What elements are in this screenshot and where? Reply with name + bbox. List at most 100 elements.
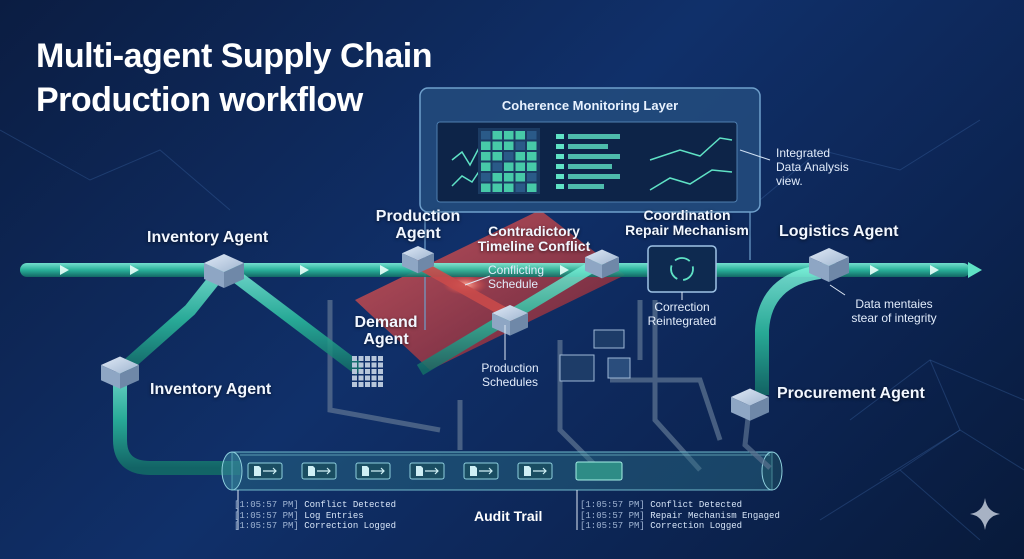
demand-agent-label-2: Agent — [363, 331, 409, 348]
monitoring-note-2: Data Analysis — [776, 160, 849, 174]
heatmap-cell — [481, 152, 491, 161]
log-right-entry: [1:05:57 PM] Repair Mechanism Engaged — [580, 510, 780, 521]
heatmap-cell — [492, 141, 502, 150]
demand-cube-cell — [378, 369, 383, 374]
production-schedules-2: Schedules — [481, 375, 539, 389]
demand-cube-cell — [371, 375, 377, 381]
arrow-icon — [263, 467, 277, 475]
conflict-title-1: Contradictory — [488, 223, 580, 239]
log-right-entry: [1:05:57 PM] Conflict Detected — [580, 500, 743, 510]
heatmap-cell — [504, 152, 514, 161]
cube-right — [120, 365, 139, 389]
heatmap-cell — [481, 183, 491, 192]
heatmap-cell — [515, 162, 525, 171]
document-icon — [524, 466, 531, 476]
demand-cube-cell — [358, 375, 364, 381]
integrity-note: Data mentaies stear of integrity — [834, 297, 954, 325]
title-line-1: Multi-agent Supply Chain — [36, 37, 432, 75]
cube-right — [829, 257, 849, 282]
heatmap-cell — [515, 141, 525, 150]
monitoring-note-3: view. — [776, 174, 803, 188]
production-schedules-label: Production Schedules — [470, 361, 550, 389]
repair-title-1: Coordination — [643, 207, 731, 223]
list-bullet — [556, 164, 564, 169]
machine-box — [607, 357, 631, 379]
cube-right — [418, 253, 434, 274]
list-bar — [568, 144, 608, 149]
demand-cube-cell — [365, 382, 370, 387]
arrow-icon — [479, 467, 493, 475]
cube-left — [101, 365, 120, 389]
flow-arrow-icon — [870, 265, 879, 275]
flow-arrow-icon — [300, 265, 309, 275]
demand-cube-cell — [352, 375, 357, 381]
demand-agent-label: Demand Agent — [346, 314, 426, 348]
conflict-detail-1: Conflicting — [488, 263, 545, 277]
log-left: [1:05:57 PM] Conflict Detected [1:05:57 … — [234, 500, 396, 532]
flow-arrow-icon — [130, 265, 139, 275]
flow-arrow-icon — [60, 265, 69, 275]
heatmap-cell — [504, 183, 514, 192]
inventory-agent-left-label: Inventory Agent — [150, 381, 272, 398]
document-icon — [470, 466, 477, 476]
heatmap-cell — [481, 131, 491, 140]
main-flow-pipe — [20, 262, 982, 278]
production-schedules-1: Production — [481, 361, 539, 375]
log-left-entry: [1:05:57 PM] Conflict Detected — [234, 500, 397, 510]
demand-cube-cell — [352, 382, 357, 387]
demand-agent-label-1: Demand — [354, 314, 418, 331]
list-bullet — [556, 134, 564, 139]
demand-cube-cell — [365, 375, 370, 381]
list-bar — [568, 134, 620, 139]
heatmap-cell — [515, 183, 525, 192]
conflict-red-pipe — [412, 257, 518, 323]
heatmap-cell — [504, 141, 514, 150]
monitoring-title: Coherence Monitoring Layer — [501, 98, 679, 113]
repair-title: Coordination Repair Mechanism — [612, 208, 762, 238]
integrity-note-1: Data mentaies — [855, 297, 933, 311]
cube-right — [602, 257, 619, 279]
list-bullet — [556, 184, 564, 189]
repair-status-1: Correction — [654, 300, 710, 314]
conflict-title: Contradictory Timeline Conflict — [464, 224, 604, 254]
log-left-entry: [1:05:57 PM] Correction Logged — [234, 521, 397, 531]
left-loop-pipe — [113, 372, 240, 475]
cube-top — [492, 305, 528, 322]
conflict-detail-2: Schedule — [488, 277, 539, 291]
demand-cube-cell — [378, 362, 383, 368]
repair-status-2: Reintegrated — [647, 314, 717, 328]
repair-status: Correction Reintegrated — [632, 300, 732, 328]
heatmap-cell — [492, 173, 502, 182]
sparkle-icon — [970, 498, 1000, 530]
demand-cube-cell — [371, 362, 377, 368]
machine-box — [559, 354, 595, 382]
integrity-note-2: stear of integrity — [851, 311, 937, 325]
demand-cube-cell — [371, 382, 377, 387]
document-icon — [254, 466, 261, 476]
heatmap-cell — [504, 173, 514, 182]
flow-arrow-icon — [930, 265, 939, 275]
demand-cube-cell — [352, 356, 357, 361]
demand-cube-cell — [365, 362, 370, 368]
production-agent-label-2: Agent — [395, 225, 441, 242]
arrow-icon — [371, 467, 385, 475]
production-cube — [402, 246, 434, 274]
cube-top — [585, 249, 619, 265]
logistics-agent-label: Logistics Agent — [779, 223, 899, 240]
production-agent-label-1: Production — [375, 208, 461, 225]
list-bar — [568, 164, 612, 169]
list-bullet — [556, 144, 564, 149]
cube-top — [101, 356, 139, 374]
audit-entry-active — [575, 461, 623, 481]
demand-cube-cell — [358, 369, 364, 374]
heatmap-cell — [481, 173, 491, 182]
heatmap-cell — [527, 173, 537, 182]
demand-cube-cell — [358, 382, 364, 387]
list-bullet — [556, 174, 564, 179]
flow-arrow-icon — [380, 265, 389, 275]
heatmap-cell — [515, 131, 525, 140]
demand-cube-cell — [378, 375, 383, 381]
demand-cube-cell — [352, 369, 357, 374]
heatmap-cell — [527, 152, 537, 161]
